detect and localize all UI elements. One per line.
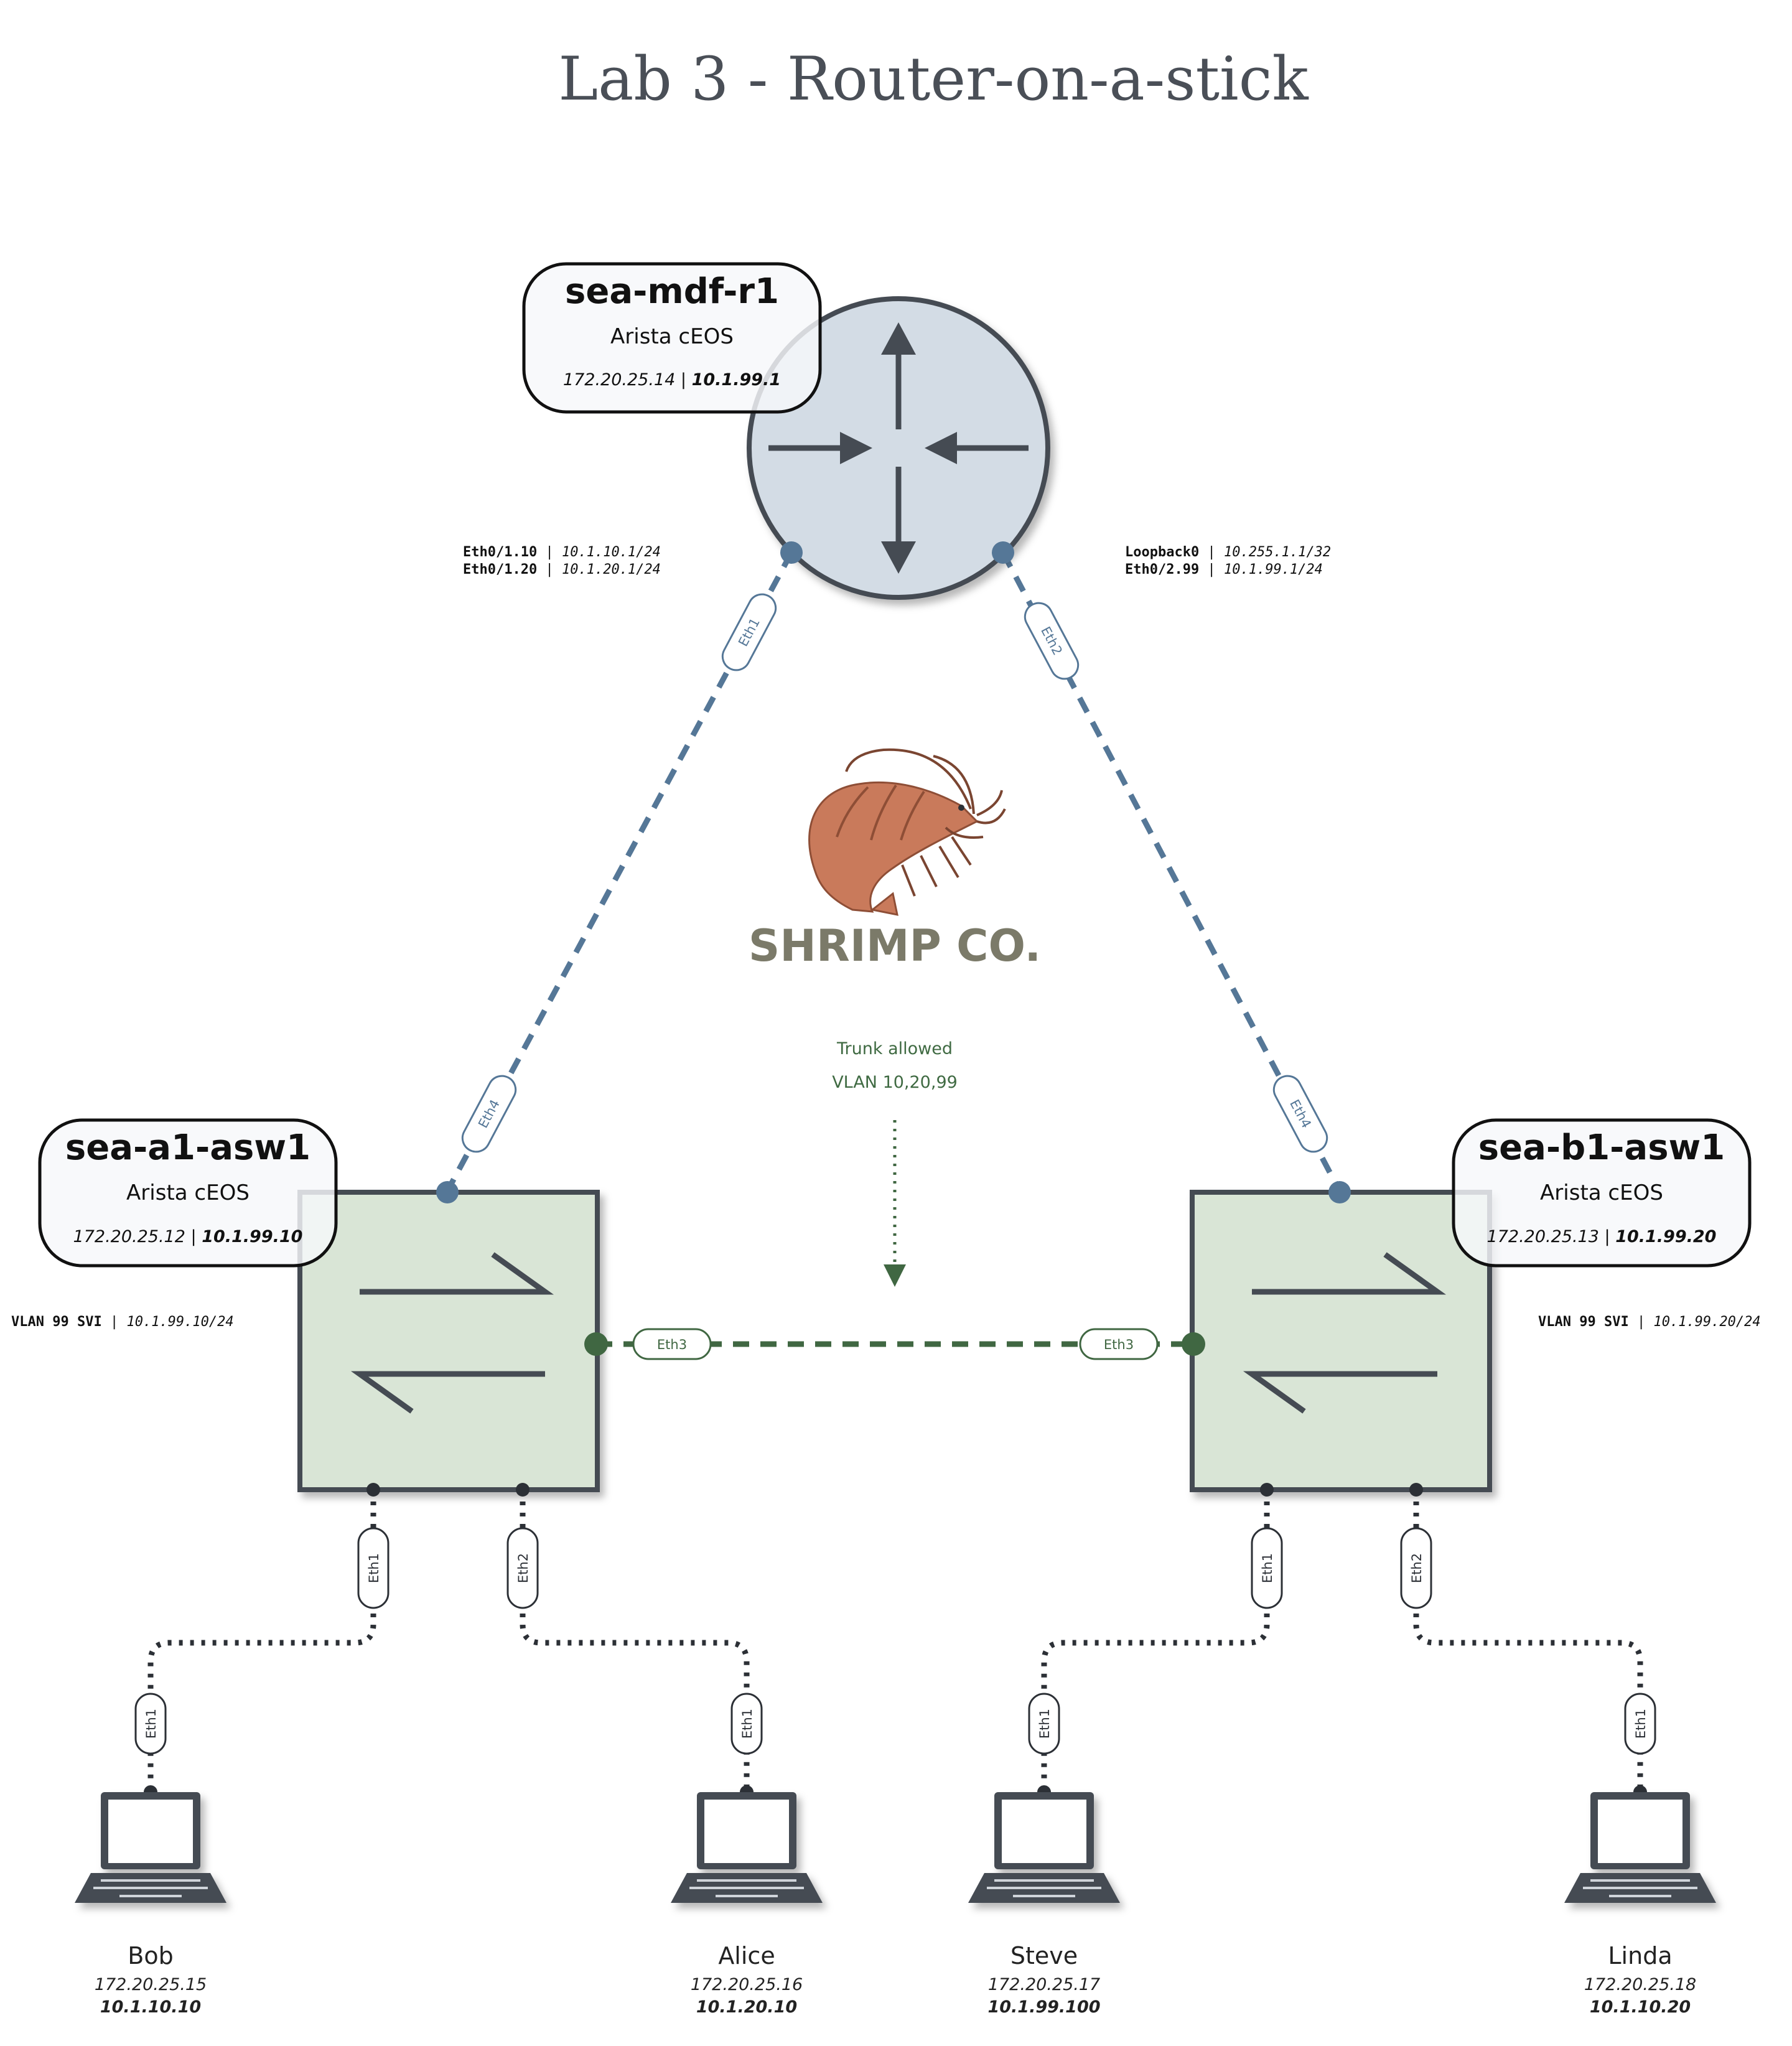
- svg-text:Eth0/1.10 | 10.1.10.1/24: Eth0/1.10 | 10.1.10.1/24: [463, 544, 661, 560]
- svg-text:Eth1: Eth1: [366, 1553, 381, 1583]
- switch-a-label-card: [38, 1118, 338, 1268]
- port-badge-linda-eth1: Eth1: [1624, 1693, 1656, 1755]
- switch-arrows: [1243, 1252, 1447, 1414]
- host-mgmt-ip: 172.20.25.16: [691, 1975, 803, 1994]
- router-ips: 172.20.25.14 | 10.1.99.1: [563, 370, 781, 390]
- svg-text:Eth2: Eth2: [1409, 1553, 1424, 1583]
- svg-text:Loopback0 | 10.255.1.1/32: Loopback0 | 10.255.1.1/32: [1125, 544, 1331, 560]
- switch-a-svi-label: VLAN 99 SVI | 10.1.99.10/24: [11, 1314, 234, 1330]
- shrimp-icon: [808, 748, 1006, 916]
- svg-text:Eth0/2.99 | 10.1.99.1/24: Eth0/2.99 | 10.1.99.1/24: [1125, 562, 1323, 577]
- host-mgmt-ip: 172.20.25.15: [95, 1975, 207, 1994]
- switch-b-type: Arista cEOS: [1540, 1180, 1663, 1205]
- svg-text:Eth3: Eth3: [657, 1337, 687, 1352]
- access-links: [147, 1490, 1643, 1792]
- switch-b-label-card: [1452, 1118, 1752, 1268]
- port-badge-steve-eth1: Eth1: [1028, 1693, 1060, 1755]
- host-ip: 10.1.10.20: [1590, 1997, 1691, 2017]
- host-bob[interactable]: Bob 172.20.25.15 10.1.10.10: [75, 1792, 226, 2017]
- switch-b-svi-label: VLAN 99 SVI | 10.1.99.20/24: [1538, 1314, 1761, 1330]
- port-badge-alice-eth1: Eth1: [730, 1693, 763, 1755]
- router-right-interfaces: Loopback0 | 10.255.1.1/32 Eth0/2.99 | 10…: [1125, 544, 1331, 577]
- switch-sea-b1-asw1[interactable]: sea-b1-asw1 Arista cEOS 172.20.25.13 | 1…: [1190, 1118, 1752, 1492]
- svg-text:Eth1: Eth1: [740, 1709, 755, 1739]
- switch-b-name: sea-b1-asw1: [1478, 1128, 1725, 1168]
- port-dot: [780, 541, 803, 564]
- switch-a-type: Arista cEOS: [126, 1180, 250, 1205]
- router-sea-mdf-r1[interactable]: sea-mdf-r1 Arista cEOS 172.20.25.14 | 10…: [522, 262, 1050, 600]
- host-linda[interactable]: Linda 172.20.25.18 10.1.10.20: [1564, 1792, 1716, 2017]
- host-ip: 10.1.99.100: [987, 1997, 1100, 2017]
- port-dot: [584, 1332, 608, 1356]
- svg-text:Eth2: Eth2: [516, 1553, 531, 1583]
- host-name: Alice: [718, 1942, 775, 1969]
- router-icon: [747, 296, 1050, 600]
- port-badge-switch-b-eth3: Eth3: [1079, 1328, 1159, 1360]
- svg-text:Eth3: Eth3: [1104, 1337, 1134, 1352]
- trunk-note-line1: Trunk allowed: [836, 1039, 953, 1058]
- port-dot: [1328, 1181, 1351, 1203]
- switch-b-ips: 172.20.25.13 | 10.1.99.20: [1487, 1227, 1717, 1246]
- svg-text:Eth1: Eth1: [1037, 1709, 1052, 1739]
- laptop-icon: [75, 1792, 226, 1903]
- router-label-card: [522, 262, 822, 414]
- host-name: Bob: [128, 1942, 173, 1969]
- router-arrows: [768, 322, 1029, 574]
- port-badge-router-eth1: Eth1: [721, 593, 777, 671]
- port-badge-switch-b-eth2: Eth2: [1400, 1527, 1432, 1609]
- port-badge-switch-a-eth1: Eth1: [357, 1527, 390, 1609]
- switch-arrows: [350, 1252, 554, 1414]
- link-bob: [147, 1490, 376, 1792]
- trunk-note-arrow: [884, 1120, 906, 1287]
- host-name: Linda: [1608, 1942, 1672, 1969]
- shrimp-logo: SHRIMP CO.: [749, 748, 1041, 971]
- router-name: sea-mdf-r1: [565, 271, 779, 312]
- host-mgmt-ip: 172.20.25.18: [1584, 1975, 1696, 1994]
- port-badge-switch-a-eth3: Eth3: [632, 1328, 712, 1360]
- switch-icon: [297, 1190, 600, 1492]
- link-alice: [520, 1490, 750, 1792]
- port-dot: [436, 1181, 459, 1203]
- link-steve: [1041, 1490, 1270, 1792]
- switch-a-ips: 172.20.25.12 | 10.1.99.10: [73, 1227, 303, 1246]
- svg-text:Eth1: Eth1: [1260, 1553, 1275, 1583]
- port-badge-switch-b-eth1: Eth1: [1251, 1527, 1283, 1609]
- svg-text:Eth1: Eth1: [1633, 1709, 1648, 1739]
- switch-sea-a1-asw1[interactable]: sea-a1-asw1 Arista cEOS 172.20.25.12 | 1…: [38, 1118, 600, 1492]
- switch-a-name: sea-a1-asw1: [65, 1128, 310, 1168]
- port-badge-switch-b-eth4: Eth4: [1272, 1075, 1328, 1153]
- port-dot: [1182, 1332, 1205, 1356]
- host-mgmt-ip: 172.20.25.17: [988, 1975, 1100, 1994]
- page-title: Lab 3 - Router-on-a-stick: [558, 44, 1309, 114]
- port-dot: [516, 1483, 530, 1497]
- trunk-note-line2: VLAN 10,20,99: [832, 1073, 958, 1092]
- laptop-icon: [1564, 1792, 1716, 1903]
- svg-text:Eth1: Eth1: [144, 1709, 159, 1739]
- router-type: Arista cEOS: [610, 324, 734, 349]
- host-ip: 10.1.20.10: [696, 1997, 797, 2017]
- port-dot: [366, 1483, 380, 1497]
- port-badge-router-eth2: Eth2: [1024, 602, 1080, 680]
- port-badge-switch-a-eth2: Eth2: [506, 1527, 539, 1609]
- router-left-interfaces: Eth0/1.10 | 10.1.10.1/24 Eth0/1.20 | 10.…: [463, 544, 661, 577]
- host-alice[interactable]: Alice 172.20.25.16 10.1.20.10: [671, 1792, 823, 2017]
- port-dot: [1409, 1483, 1423, 1497]
- host-ip: 10.1.10.10: [100, 1997, 201, 2017]
- laptop-icon: [968, 1792, 1120, 1903]
- svg-text:Eth0/1.20 | 10.1.20.1/24: Eth0/1.20 | 10.1.20.1/24: [463, 562, 661, 577]
- port-badge-switch-a-eth4: Eth4: [461, 1075, 517, 1153]
- brand-text: SHRIMP CO.: [749, 920, 1041, 971]
- host-name: Steve: [1010, 1942, 1078, 1969]
- link-linda: [1413, 1490, 1643, 1792]
- port-dots: [144, 541, 1647, 1799]
- host-steve[interactable]: Steve 172.20.25.17 10.1.99.100: [968, 1792, 1120, 2017]
- port-badge-bob-eth1: Eth1: [134, 1693, 167, 1755]
- port-dot: [992, 541, 1014, 564]
- laptop-icon: [671, 1792, 823, 1903]
- switch-icon: [1190, 1190, 1492, 1492]
- port-dot: [1260, 1483, 1274, 1497]
